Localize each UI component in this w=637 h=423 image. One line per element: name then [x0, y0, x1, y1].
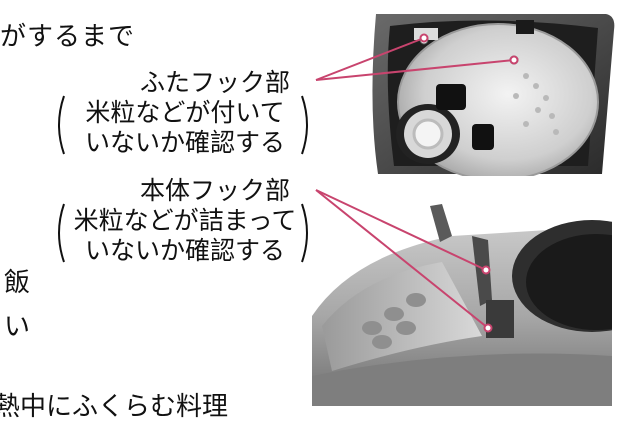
lid-hook-label: ふたフック部 米粒などが付いて いないか確認する [60, 68, 310, 158]
lid-label-left-paren [54, 94, 66, 156]
lid-hook-note-2: いないか確認する [84, 128, 285, 157]
leader-line-body-1 [315, 189, 487, 271]
cropped-text-fragment-1: 飯 [4, 268, 31, 298]
body-label-right-paren [300, 202, 312, 264]
intro-text-fragment: がするまで [0, 22, 136, 52]
body-hook-name: 本体フック部 [139, 176, 290, 205]
lid-hook-note-1: 米粒などが付いて [85, 98, 285, 127]
leader-dot-lid-1 [419, 33, 429, 43]
lid-hook-name: ふたフック部 [139, 68, 290, 97]
leader-lines [315, 33, 519, 333]
leader-dot-lid-2 [509, 55, 519, 65]
body-photo [312, 204, 612, 406]
body-hook-label: 本体フック部 米粒などが詰まって いないか確認する [60, 176, 310, 266]
body-hook-note-1: 米粒などが詰まって [73, 206, 297, 235]
body-hook-note-2: いないか確認する [84, 236, 285, 265]
cropped-text-fragment-2: い [4, 312, 31, 342]
body-label-left-paren [54, 202, 66, 264]
leader-dot-body-2 [483, 323, 493, 333]
lid-label-right-paren [300, 94, 312, 156]
leader-line-lid-2 [315, 59, 515, 81]
leader-line-body-2 [315, 189, 489, 329]
lid-photo [372, 14, 615, 176]
leader-line-lid-1 [315, 37, 425, 81]
leader-dot-body-1 [481, 265, 491, 275]
